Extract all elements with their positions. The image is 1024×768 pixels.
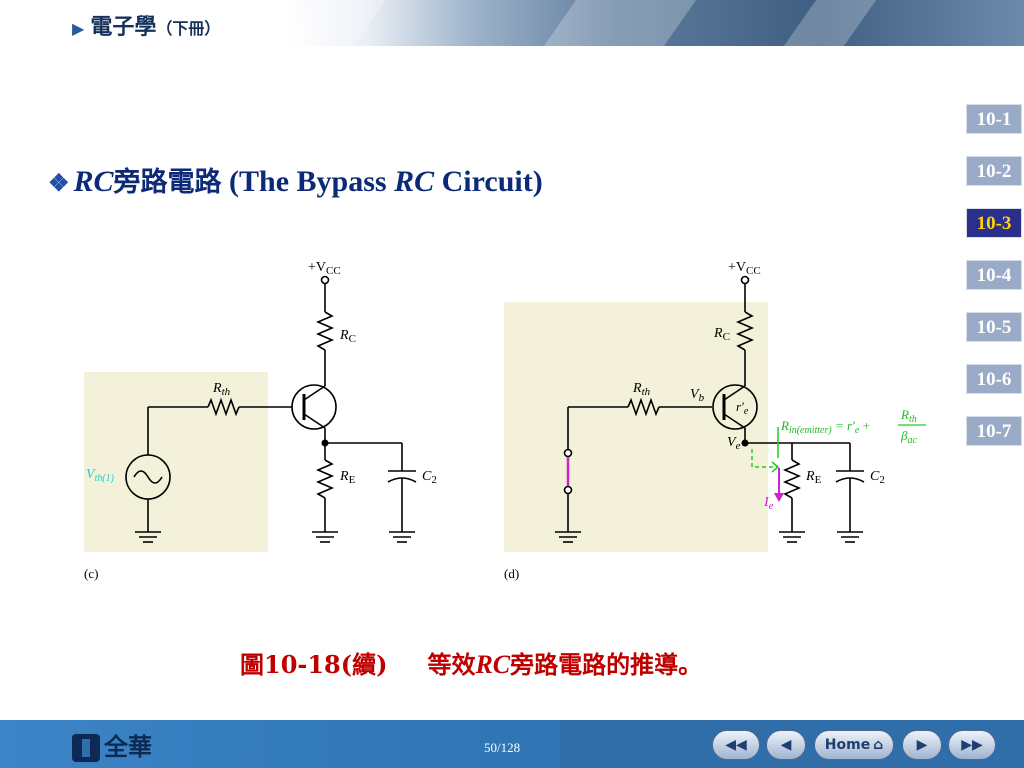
d-formula-numerator: Rth	[900, 407, 917, 425]
bullet-icon: ❖	[48, 171, 70, 197]
d-rth-label: Rth	[632, 381, 651, 398]
c-re-label: RE	[339, 469, 356, 486]
d-re-label: RE	[805, 469, 822, 486]
d-re-prime-label: r′e	[736, 399, 749, 417]
nav-10-7[interactable]: 10-7	[966, 416, 1022, 446]
last-page-icon: ▶▶	[961, 737, 983, 753]
d-ie-label: Ie	[763, 495, 774, 512]
d-vb-label: Vb	[690, 387, 705, 404]
nav-10-3[interactable]: 10-3	[966, 208, 1022, 238]
book-subtitle: （下冊）	[156, 19, 221, 38]
slide-title: ❖RC旁路電路 (The Bypass RC Circuit)	[48, 160, 543, 199]
c-c2-label: C2	[422, 469, 437, 486]
nav-10-1[interactable]: 10-1	[966, 104, 1022, 134]
logo-icon	[72, 734, 100, 762]
caption-rc: RC	[475, 650, 511, 679]
title-cn: 旁路電路	[113, 167, 222, 198]
next-page-icon: ▶	[916, 737, 928, 753]
home-button[interactable]: Home⌂	[814, 730, 894, 760]
nav-10-6[interactable]: 10-6	[966, 364, 1022, 394]
c-source-label: Vth(1)	[86, 467, 115, 484]
d-rc-label: RC	[713, 326, 730, 343]
d-formula: Rin(emitter) = r′e +	[780, 418, 870, 436]
first-page-button[interactable]: ◀◀	[712, 730, 760, 760]
previous-page-button[interactable]: ◀	[766, 730, 806, 760]
c-label: (c)	[84, 566, 98, 581]
c-rth-label: Rth	[212, 381, 231, 398]
last-page-button[interactable]: ▶▶	[948, 730, 996, 760]
d-c2-label: C2	[870, 469, 885, 486]
first-page-icon: ◀◀	[725, 737, 747, 753]
c-vcc-label: +VCC	[308, 260, 341, 277]
circuit-c-panel	[84, 372, 268, 552]
previous-page-icon: ◀	[780, 737, 792, 753]
home-icon: ⌂	[873, 737, 884, 753]
circuit-d-panel	[504, 302, 768, 552]
next-page-button[interactable]: ▶	[902, 730, 942, 760]
d-label: (d)	[504, 566, 519, 581]
caption-text-b: 旁路電路的推導。	[510, 650, 703, 679]
c-rc-label: RC	[339, 328, 356, 345]
header-banner	[0, 0, 1024, 46]
publisher-logo: 全華	[72, 727, 152, 762]
d-ve-label: Ve	[727, 435, 741, 452]
book-title: ▶ 電子學（下冊）	[72, 9, 220, 41]
book-title-text: 電子學	[90, 15, 157, 40]
title-en-b: Circuit)	[434, 165, 543, 198]
title-rc: RC	[73, 165, 114, 198]
title-en-a: (The Bypass	[221, 165, 395, 198]
page-number: 50/128	[484, 740, 521, 755]
nav-10-5[interactable]: 10-5	[966, 312, 1022, 342]
nav-10-4[interactable]: 10-4	[966, 260, 1022, 290]
nav-10-2[interactable]: 10-2	[966, 156, 1022, 186]
d-vcc-label: +VCC	[728, 260, 761, 277]
triangle-icon: ▶	[72, 19, 85, 38]
title-en-rc: RC	[394, 165, 435, 198]
figure-caption: 圖10-18(續) 等效RC旁路電路的推導。	[240, 645, 702, 680]
caption-text-a: 等效	[427, 650, 476, 679]
caption-fig: 圖10-18(續)	[240, 650, 388, 679]
d-formula-denominator: βac	[900, 428, 917, 446]
